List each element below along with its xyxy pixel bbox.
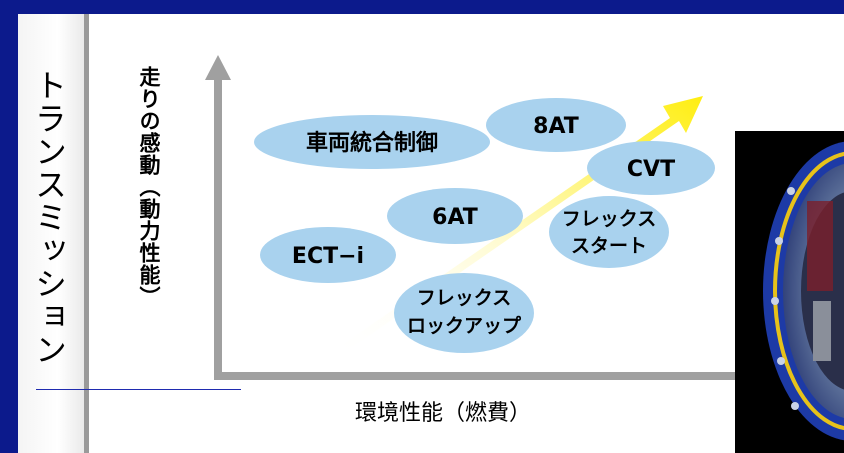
bubble-flex-lockup: フレックス ロックアップ: [394, 273, 534, 353]
bubble-6at: 6AT: [387, 188, 523, 244]
bubble-label: ロックアップ: [407, 314, 522, 337]
bubble-cvt: CVT: [587, 141, 715, 195]
y-axis-arrowhead: [205, 55, 231, 80]
transmission-photo-icon: [735, 131, 844, 453]
transmission-photo-graphic: [763, 141, 844, 441]
title-band: [18, 14, 84, 453]
y-axis: [214, 80, 222, 380]
bubble-8at: 8AT: [486, 98, 626, 152]
bubble-label: スタート: [571, 235, 647, 257]
bubble-vehicle-integrated-control: 車両統合制御: [254, 115, 490, 169]
x-axis: [214, 372, 744, 380]
bubble-flex-start: フレックス スタート: [549, 196, 669, 268]
bubble-label: ECT−i: [292, 244, 364, 269]
bubble-ect-i: ECT−i: [260, 227, 396, 283]
title-divider: [84, 14, 89, 453]
bubble-label: 車両統合制御: [306, 130, 438, 156]
bubble-label: CVT: [627, 157, 675, 182]
bubble-label: フレックス: [417, 287, 511, 309]
y-axis-label: 走りの感動（動力性能）: [137, 66, 161, 308]
bubble-label: 6AT: [432, 205, 478, 230]
bubble-label: 8AT: [533, 114, 579, 139]
accent-line: [36, 389, 241, 390]
bubble-label: フレックス: [562, 208, 656, 230]
slide-title: トランスミッション: [30, 69, 68, 366]
x-axis-label: 環境性能（燃費）: [355, 401, 532, 426]
